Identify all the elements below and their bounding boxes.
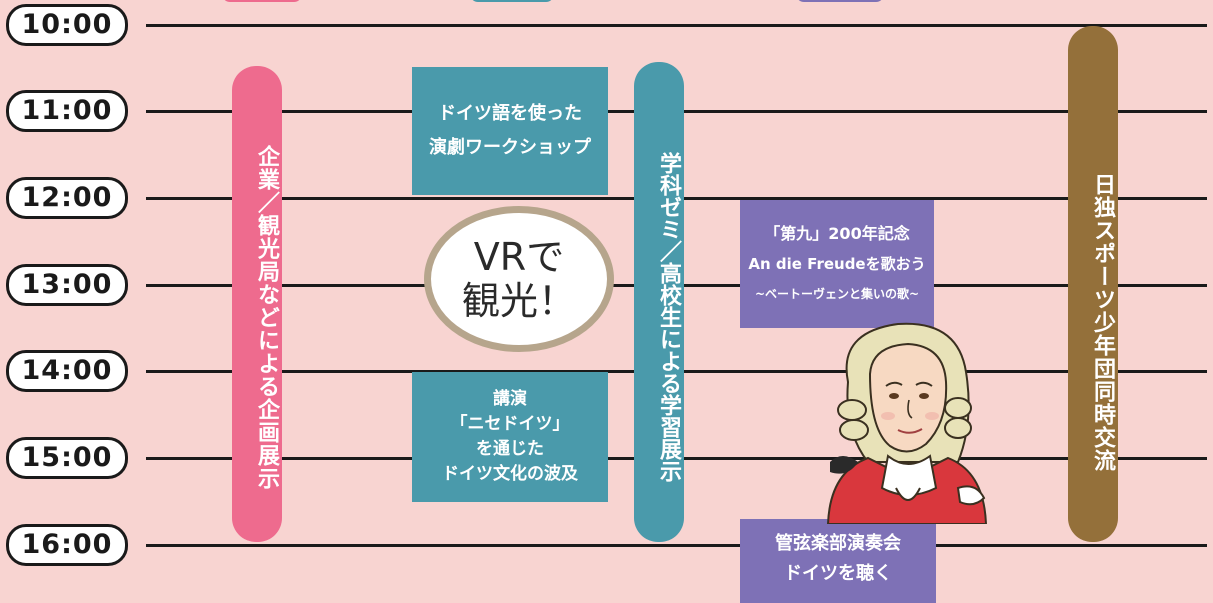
orchestra-concert-box[interactable]: 管弦楽部演奏会 ドイツを聴く: [740, 519, 936, 603]
drama-workshop-box[interactable]: ドイツ語を使った 演劇ワークショップ: [412, 67, 608, 195]
ninth-symphony-box[interactable]: 「第九」200年記念 An die Freudeを歌おう ~ベートーヴェンと集い…: [740, 200, 934, 328]
drama-line: 演劇ワークショップ: [429, 137, 591, 158]
lecture-line: 講演: [493, 389, 527, 409]
time-label: 10:00: [6, 4, 128, 46]
time-label: 13:00: [6, 264, 128, 306]
ninth-line: ~ベートーヴェンと集いの歌~: [754, 287, 920, 301]
top-tab-pink: [222, 0, 302, 2]
seminar-exhibit-pill[interactable]: 学科ゼミ／高校生による学習展示: [634, 62, 684, 542]
vr-tourism-bubble[interactable]: VRで 観光！: [424, 206, 614, 352]
ninth-line: 「第九」200年記念: [764, 224, 910, 243]
vr-line: VRで: [473, 235, 565, 279]
time-row-16: 16:00: [0, 524, 1213, 568]
ninth-line: An die Freudeを歌おう: [748, 255, 926, 273]
time-label: 11:00: [6, 90, 128, 132]
time-label: 14:00: [6, 350, 128, 392]
orchestra-line: 管弦楽部演奏会: [775, 533, 901, 554]
time-line: [146, 544, 1207, 547]
drama-line: ドイツ語を使った: [438, 103, 582, 124]
time-row-10: 10:00: [0, 4, 1213, 48]
sports-exchange-pill[interactable]: 日独スポーツ少年団同時交流: [1068, 26, 1118, 542]
lecture-box[interactable]: 講演 「ニセドイツ」 を通じた ドイツ文化の波及: [412, 372, 608, 502]
time-line: [146, 24, 1207, 27]
time-label: 16:00: [6, 524, 128, 566]
time-label: 12:00: [6, 177, 128, 219]
lecture-line: 「ニセドイツ」: [450, 414, 570, 434]
lecture-line: ドイツ文化の波及: [442, 464, 578, 484]
composer-portrait-illustration: [826, 322, 988, 524]
lecture-line: を通じた: [476, 439, 544, 459]
company-exhibit-pill[interactable]: 企業／観光局などによる企画展示: [232, 66, 282, 542]
orchestra-line: ドイツを聴く: [784, 563, 892, 584]
top-tab-teal: [470, 0, 554, 2]
vr-line: 観光！: [461, 279, 576, 323]
top-tab-purple: [796, 0, 884, 2]
time-label: 15:00: [6, 437, 128, 479]
